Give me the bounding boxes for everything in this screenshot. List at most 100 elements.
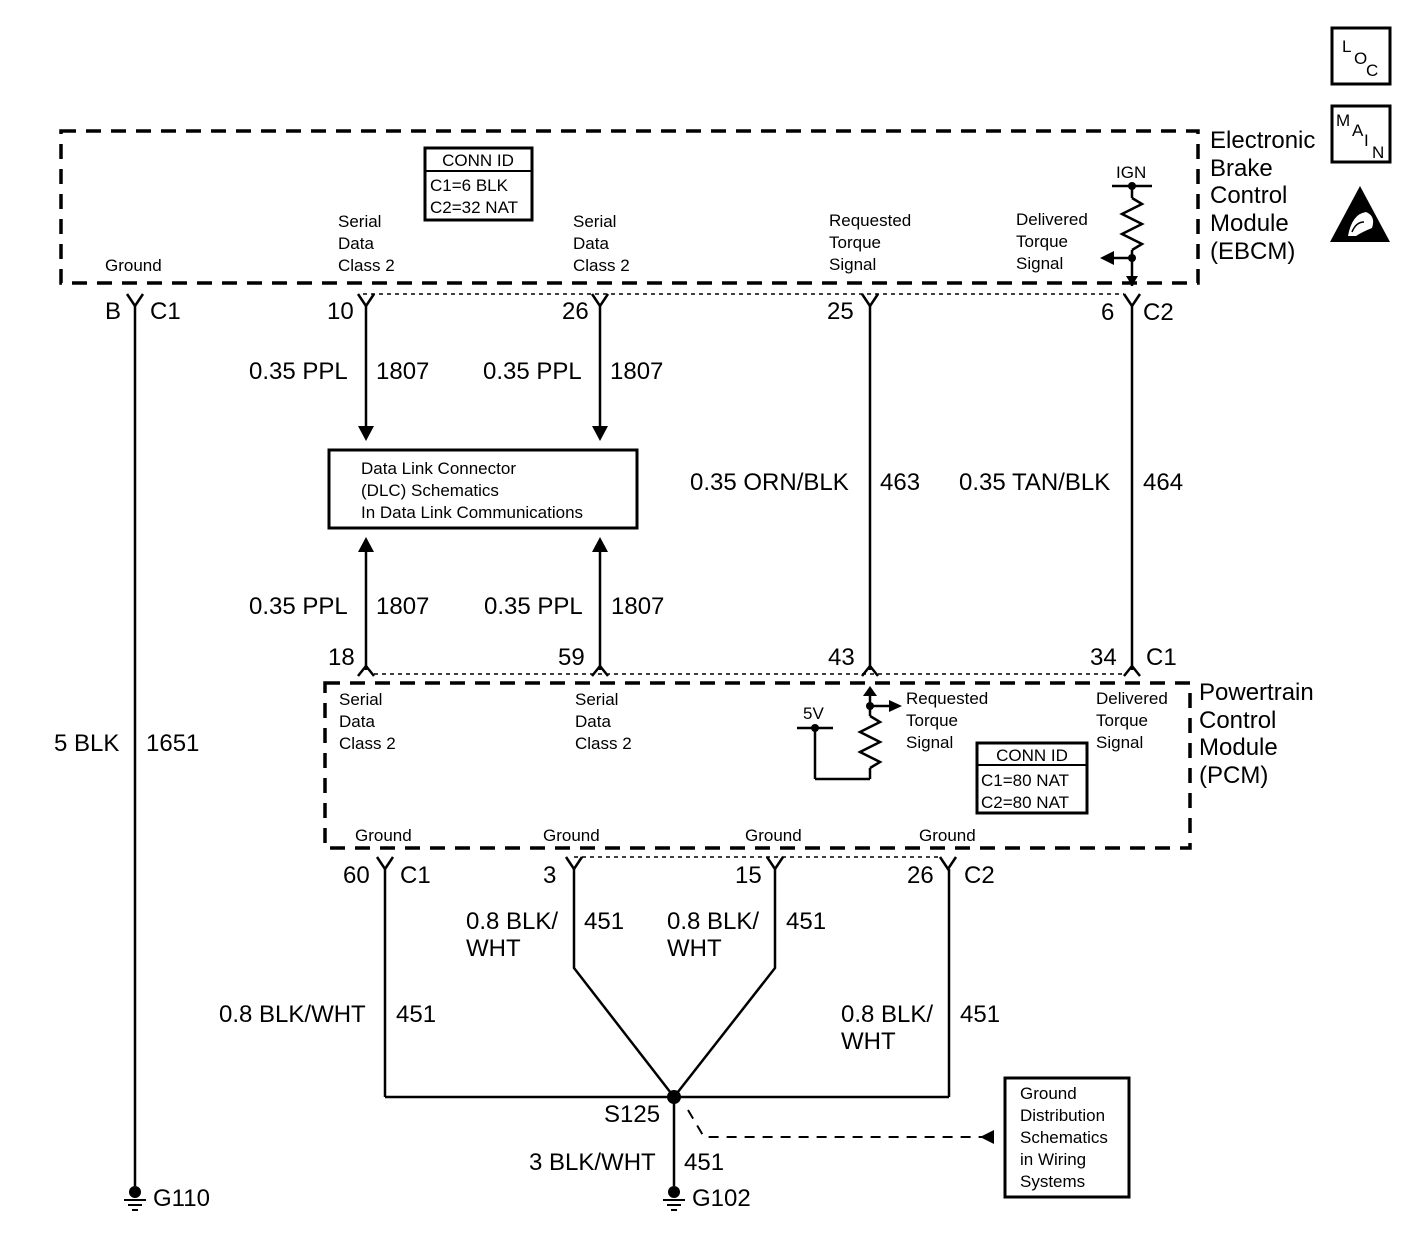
wire-bw-3-gauge-1: 0.8 BLK/ (466, 908, 558, 935)
svg-text:Class 2: Class 2 (339, 734, 396, 753)
pcm-5v-label: 5V (803, 704, 824, 723)
pcm-pin-requested-label: Requested Torque Signal (906, 689, 988, 752)
svg-text:Serial: Serial (338, 212, 381, 231)
pcm-bottom-terminals (375, 856, 958, 872)
splice-s125-dot (667, 1090, 681, 1104)
wire-orn-circuit: 463 (880, 469, 920, 496)
pcm-name-line-2: Control (1199, 707, 1276, 734)
pcm-conn-id-box: CONN ID C1=80 NAT C2=80 NAT (975, 741, 1089, 815)
pcm-pin-serial-a-label: Serial Data Class 2 (339, 690, 396, 753)
svg-text:Class 2: Class 2 (338, 256, 395, 275)
loc-letter-l: L (1342, 37, 1351, 56)
pcm-name-line-3: Module (1199, 734, 1278, 761)
main-letter-n: N (1372, 143, 1384, 162)
ground-dist-line-1: Ground (1020, 1084, 1077, 1103)
wire-ppl-1-gauge: 0.35 PPL (249, 358, 348, 385)
wire-tan-gauge: 0.35 TAN/BLK (959, 469, 1110, 496)
wire-ppl-2 (592, 306, 608, 441)
ebcm-name-line-5: (EBCM) (1210, 238, 1295, 265)
ebcm-pin-25: 25 (827, 298, 854, 325)
svg-text:Delivered: Delivered (1096, 689, 1168, 708)
main-letter-a: A (1352, 121, 1364, 140)
splice-s125-label: S125 (604, 1101, 660, 1128)
ebcm-connector-c1: C1 (150, 298, 181, 325)
svg-text:Data: Data (338, 234, 374, 253)
wire-ppl-3-circuit: 1807 (376, 593, 429, 620)
pcm-pin-60: 60 (343, 862, 370, 889)
wire-ppl-4-circuit: 1807 (611, 593, 664, 620)
pcm-ground-label-2: Ground (543, 826, 600, 845)
ebcm-conn-id-title: CONN ID (442, 151, 514, 170)
svg-text:Data: Data (339, 712, 375, 731)
ebcm-name-line-3: Control (1210, 182, 1287, 209)
pcm-ground-label-1: Ground (355, 826, 412, 845)
ebcm-pin-serial-a-label: Serial Data Class 2 (338, 212, 395, 275)
wire-bw-26-gauge-1: 0.8 BLK/ (841, 1001, 933, 1028)
svg-text:Delivered: Delivered (1016, 210, 1088, 229)
pcm-pin-18: 18 (328, 644, 355, 671)
ground-distribution-ref[interactable]: Ground Distribution Schematics in Wiring… (1003, 1076, 1131, 1199)
svg-text:Torque: Torque (829, 233, 881, 252)
loc-letter-o: O (1354, 49, 1367, 68)
svg-text:Serial: Serial (575, 690, 618, 709)
wire-ppl-1 (358, 306, 374, 441)
ground-g102-icon (663, 1186, 685, 1211)
esd-warning-icon (1330, 186, 1390, 242)
ebcm-pin-6: 6 (1101, 299, 1114, 326)
ground-g110-label: G110 (153, 1185, 210, 1212)
wire-bw-left-circuit: 451 (396, 1001, 436, 1028)
wire-bw-3-gauge-2: WHT (466, 935, 521, 962)
ebcm-pin-requested-label: Requested Torque Signal (829, 211, 911, 274)
wire-ppl-1-circuit: 1807 (376, 358, 429, 385)
ground-g102-label: G102 (692, 1185, 751, 1212)
svg-text:Requested: Requested (829, 211, 911, 230)
wire-tan-circuit: 464 (1143, 469, 1183, 496)
ebcm-module-outline (59, 129, 1200, 285)
ground-dist-pointer (687, 1109, 994, 1144)
main-badge[interactable]: M A I N (1330, 104, 1392, 164)
svg-text:Torque: Torque (906, 711, 958, 730)
wire-orn-gauge: 0.35 ORN/BLK (690, 469, 849, 496)
dlc-schematic-ref[interactable]: Data Link Connector (DLC) Schematics In … (327, 448, 639, 530)
ground-dist-line-5: Systems (1020, 1172, 1085, 1191)
ebcm-terminals (125, 293, 1142, 309)
pcm-pin-26: 26 (907, 862, 934, 889)
pcm-pin-59: 59 (558, 644, 585, 671)
pcm-pin-3: 3 (543, 862, 556, 889)
svg-text:Signal: Signal (906, 733, 953, 752)
pcm-module-name: Powertrain Control Module (PCM) (1199, 679, 1314, 789)
ebcm-pin-10: 10 (327, 298, 354, 325)
wire-bw-3mm-gauge: 3 BLK/WHT (529, 1149, 656, 1176)
wire-bw-26-gauge-2: WHT (841, 1028, 896, 1055)
pcm-name-line-4: (PCM) (1199, 762, 1268, 789)
svg-text:Torque: Torque (1096, 711, 1148, 730)
ground-harness (383, 869, 951, 1186)
pcm-pin-43: 43 (828, 644, 855, 671)
pcm-ground-label-4: Ground (919, 826, 976, 845)
wire-ppl-4 (592, 537, 608, 670)
pcm-connector-c2: C2 (964, 862, 995, 889)
pcm-pin-delivered-label: Delivered Torque Signal (1096, 689, 1168, 752)
svg-text:Torque: Torque (1016, 232, 1068, 251)
ebcm-conn-id-c1: C1=6 BLK (430, 176, 509, 195)
pcm-connector-c1-bottom: C1 (400, 862, 431, 889)
ebcm-ign-label: IGN (1116, 163, 1146, 182)
main-letter-m: M (1336, 111, 1350, 130)
ground-g110-icon (124, 1186, 146, 1211)
ground-dist-line-2: Distribution (1020, 1106, 1105, 1125)
pcm-name-line-1: Powertrain (1199, 679, 1314, 706)
pcm-conn-id-title: CONN ID (996, 746, 1068, 765)
ebcm-name-line-2: Brake (1210, 155, 1273, 182)
ebcm-name-line-4: Module (1210, 210, 1289, 237)
ground-dist-line-3: Schematics (1020, 1128, 1108, 1147)
pcm-module-outline (323, 681, 1192, 850)
wire-blk5-circuit: 1651 (146, 730, 199, 757)
loc-badge[interactable]: L O C (1330, 26, 1392, 86)
pcm-ground-label-3: Ground (745, 826, 802, 845)
ebcm-pin-26: 26 (562, 298, 589, 325)
svg-text:Signal: Signal (1096, 733, 1143, 752)
wire-ppl-4-gauge: 0.35 PPL (484, 593, 583, 620)
ground-dist-line-4: in Wiring (1020, 1150, 1086, 1169)
pcm-pin-34: 34 (1090, 644, 1117, 671)
pcm-pin-serial-b-label: Serial Data Class 2 (575, 690, 632, 753)
